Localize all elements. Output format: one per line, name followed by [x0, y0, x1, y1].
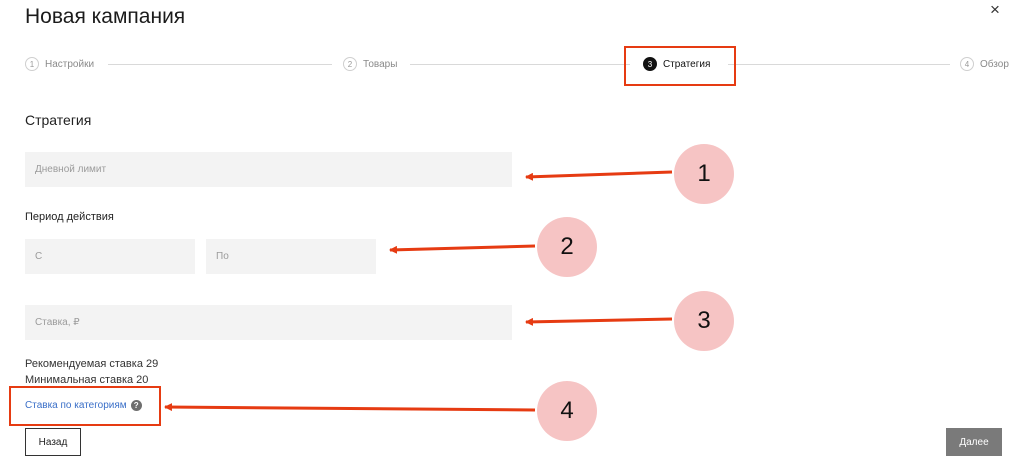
annotation-badge-2: 2: [537, 217, 597, 277]
recommended-rate: Рекомендуемая ставка 29: [25, 358, 159, 370]
annotation-highlight-link: [9, 386, 161, 426]
annotation-badge-1: 1: [674, 144, 734, 204]
next-button[interactable]: Далее: [946, 428, 1002, 456]
step-number: 2: [343, 57, 357, 71]
annotation-arrow-2: [389, 244, 536, 254]
annotation-arrow-1: [525, 170, 673, 181]
step-label: Товары: [363, 58, 398, 70]
step-number: 3: [643, 57, 657, 71]
annotation-arrow-3: [525, 317, 673, 326]
stepper-line-1: [108, 64, 332, 65]
date-from-input[interactable]: С: [25, 239, 195, 274]
rate-placeholder: Ставка, ₽: [35, 317, 80, 328]
date-to-input[interactable]: По: [206, 239, 376, 274]
annotation-badge-3: 3: [674, 291, 734, 351]
step-label: Обзор: [980, 58, 1009, 70]
annotation-highlight-step: [624, 46, 736, 86]
close-icon[interactable]: ×: [990, 0, 1000, 19]
step-label: Настройки: [45, 58, 95, 70]
category-rate-label: Ставка по категориям: [25, 400, 127, 411]
help-icon[interactable]: ?: [130, 400, 142, 411]
step-strategy[interactable]: 3 Стратегия: [643, 57, 710, 71]
rate-input[interactable]: Ставка, ₽: [25, 305, 512, 340]
page-title: Новая кампания: [25, 5, 186, 28]
daily-limit-placeholder: Дневной лимит: [35, 164, 107, 175]
step-number: 4: [960, 57, 974, 71]
period-label: Период действия: [25, 211, 114, 223]
date-from-placeholder: С: [35, 251, 43, 262]
step-number: 1: [25, 57, 39, 71]
section-title: Стратегия: [25, 112, 92, 128]
daily-limit-input[interactable]: Дневной лимит: [25, 152, 512, 187]
stepper-line-3: [728, 64, 950, 65]
annotation-arrow-4: [164, 403, 536, 412]
step-review[interactable]: 4 Обзор: [960, 57, 1009, 71]
annotation-badge-4: 4: [537, 381, 597, 441]
step-settings[interactable]: 1 Настройки: [25, 57, 94, 71]
step-label: Стратегия: [663, 58, 711, 70]
min-rate: Минимальная ставка 20: [25, 374, 149, 386]
back-button[interactable]: Назад: [25, 428, 81, 456]
date-to-placeholder: По: [216, 251, 229, 262]
step-products[interactable]: 2 Товары: [343, 57, 397, 71]
category-rate-link[interactable]: Ставка по категориям ?: [25, 400, 142, 411]
stepper-line-2: [410, 64, 630, 65]
